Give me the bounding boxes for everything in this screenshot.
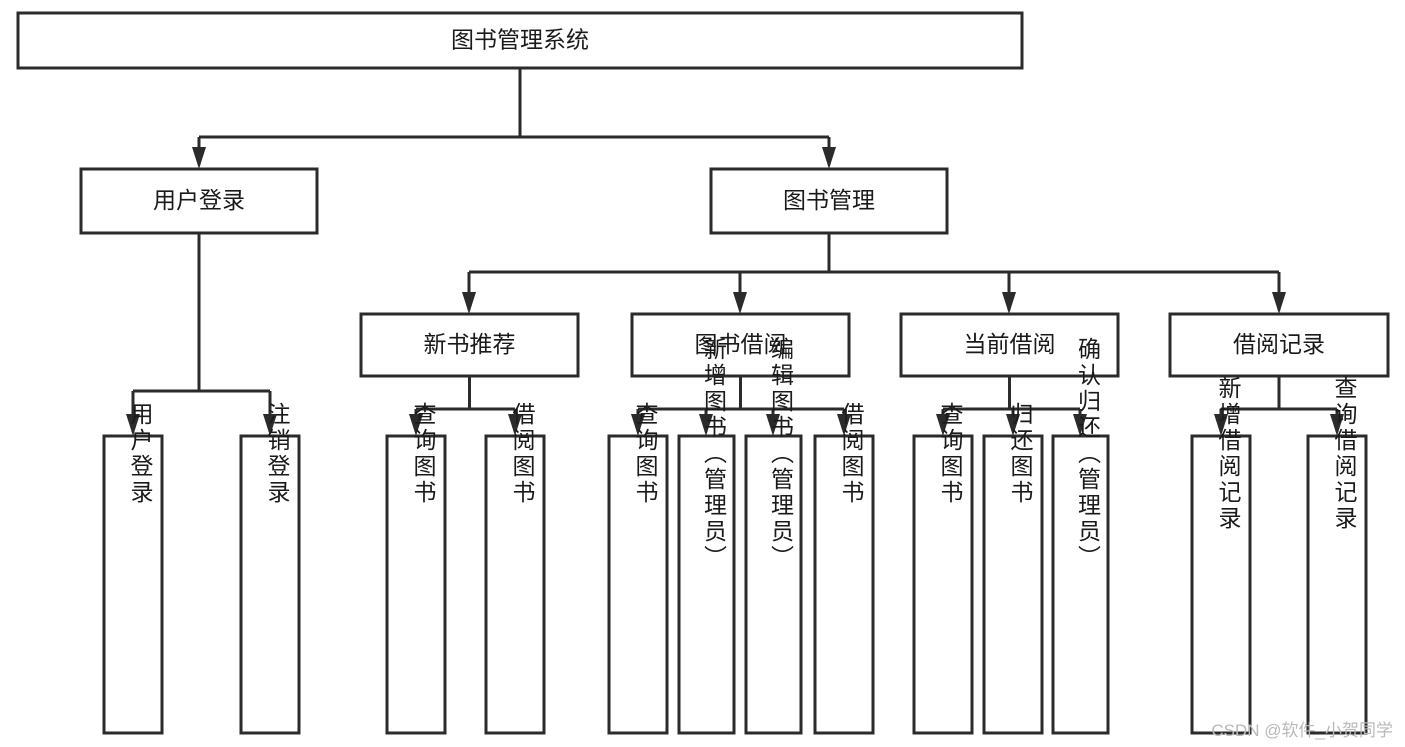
arrow-head-icon <box>508 414 522 436</box>
node-leaf-query-book-borrow[interactable]: 查询图书 <box>607 402 669 735</box>
node-label: 注销登录 <box>264 402 291 506</box>
node-label: 当前借阅 <box>964 331 1056 357</box>
node-box[interactable] <box>102 434 164 735</box>
node-leaf-query-book-rec[interactable]: 查询图书 <box>385 402 447 735</box>
node-box[interactable] <box>385 434 447 735</box>
node-borrow_record[interactable]: 借阅记录 <box>1168 312 1390 378</box>
node-box[interactable] <box>359 312 580 378</box>
edge-layer <box>126 68 1344 436</box>
node-label: 用户登录 <box>153 187 245 213</box>
node-box[interactable] <box>484 434 546 735</box>
node-book_borrow[interactable]: 图书借阅 <box>630 312 851 378</box>
node-box[interactable] <box>1190 434 1252 735</box>
node-box[interactable] <box>630 312 851 378</box>
node-leaf-logout[interactable]: 注销登录 <box>239 402 301 735</box>
node-leaf-add-book[interactable]: 新增图书（管理员） <box>677 337 736 735</box>
node-box[interactable] <box>79 167 319 235</box>
edge-user_login_to_leaves <box>131 233 272 432</box>
node-root[interactable]: 图书管理系统 <box>16 11 1024 70</box>
node-leaf-query-book-current[interactable]: 查询图书 <box>912 402 974 735</box>
node-label: 借阅图书 <box>838 402 865 506</box>
node-label: 查询图书 <box>410 402 437 506</box>
node-box[interactable] <box>813 434 875 735</box>
node-leaf-borrow-book[interactable]: 借阅图书 <box>813 402 875 735</box>
node-leaf-add-borrow-record[interactable]: 新增借阅记录 <box>1190 376 1252 735</box>
arrow-head-icon <box>822 147 836 169</box>
node-box[interactable] <box>16 11 1024 70</box>
node-label: 借阅图书 <box>509 402 536 506</box>
arrow-head-icon <box>263 414 277 436</box>
node-box[interactable] <box>1051 434 1110 735</box>
node-label: 查询图书 <box>937 402 964 506</box>
arrow-head-icon <box>1073 414 1087 436</box>
node-box[interactable] <box>709 167 949 235</box>
node-box[interactable] <box>982 434 1044 735</box>
node-leaf-query-borrow-record[interactable]: 查询借阅记录 <box>1306 376 1368 735</box>
node-label: 归还图书 <box>1007 402 1034 506</box>
edge-book_mgmt_to_level3 <box>467 233 1281 310</box>
arrow-head-icon <box>733 292 747 314</box>
arrow-head-icon <box>699 414 713 436</box>
node-box[interactable] <box>1168 312 1390 378</box>
node-book_mgmt[interactable]: 图书管理 <box>709 167 949 235</box>
node-box[interactable] <box>677 434 736 735</box>
csdn-watermark: CSDN @软件_小贺同学 <box>1211 721 1393 740</box>
node-box[interactable] <box>744 434 803 735</box>
node-leaf-edit-book[interactable]: 编辑图书（管理员） <box>744 337 803 735</box>
arrow-head-icon <box>1330 414 1344 436</box>
arrow-head-icon <box>409 414 423 436</box>
node-label: 新增图书（管理员） <box>701 337 728 571</box>
arrow-head-icon <box>837 414 851 436</box>
node-leaf-confirm-return[interactable]: 确认归还（管理员） <box>1051 337 1110 735</box>
node-box[interactable] <box>239 434 301 735</box>
arrow-head-icon <box>1272 292 1286 314</box>
node-label: 确认归还（管理员） <box>1075 337 1102 571</box>
node-label: 借阅记录 <box>1233 331 1325 357</box>
arrow-head-icon <box>936 414 950 436</box>
arrow-head-icon <box>462 292 476 314</box>
node-label: 查询图书 <box>632 402 659 506</box>
arrow-head-icon <box>1006 414 1020 436</box>
node-box[interactable] <box>1306 434 1368 735</box>
node-new_book_rec[interactable]: 新书推荐 <box>359 312 580 378</box>
edge-book_borrow_to_leaves <box>636 376 846 432</box>
arrow-head-icon <box>766 414 780 436</box>
node-leaf-borrow-book-rec[interactable]: 借阅图书 <box>484 402 546 735</box>
arrow-head-icon <box>631 414 645 436</box>
node-label: 用户登录 <box>127 402 154 506</box>
node-label: 编辑图书（管理员） <box>768 337 795 571</box>
arrow-head-icon <box>192 147 206 169</box>
node-label: 查询借阅记录 <box>1331 376 1358 532</box>
node-current_borrow[interactable]: 当前借阅 <box>899 312 1120 378</box>
node-label: 图书管理 <box>783 187 875 213</box>
node-leaf-user-login[interactable]: 用户登录 <box>102 402 164 735</box>
node-layer: 图书管理系统用户登录图书管理新书推荐图书借阅当前借阅借阅记录用户登录注销登录查询… <box>16 11 1390 735</box>
arrow-head-icon <box>126 414 140 436</box>
edge-root_to_level2 <box>197 68 831 165</box>
node-user_login[interactable]: 用户登录 <box>79 167 319 235</box>
node-box[interactable] <box>899 312 1120 378</box>
node-label: 新增借阅记录 <box>1215 376 1242 532</box>
node-label: 新书推荐 <box>424 331 516 357</box>
node-label: 图书管理系统 <box>451 27 589 53</box>
node-box[interactable] <box>607 434 669 735</box>
arrow-head-icon <box>1002 292 1016 314</box>
arrow-head-icon <box>1214 414 1228 436</box>
node-box[interactable] <box>912 434 974 735</box>
node-label: 图书借阅 <box>695 331 787 357</box>
node-leaf-return-book[interactable]: 归还图书 <box>982 402 1044 735</box>
